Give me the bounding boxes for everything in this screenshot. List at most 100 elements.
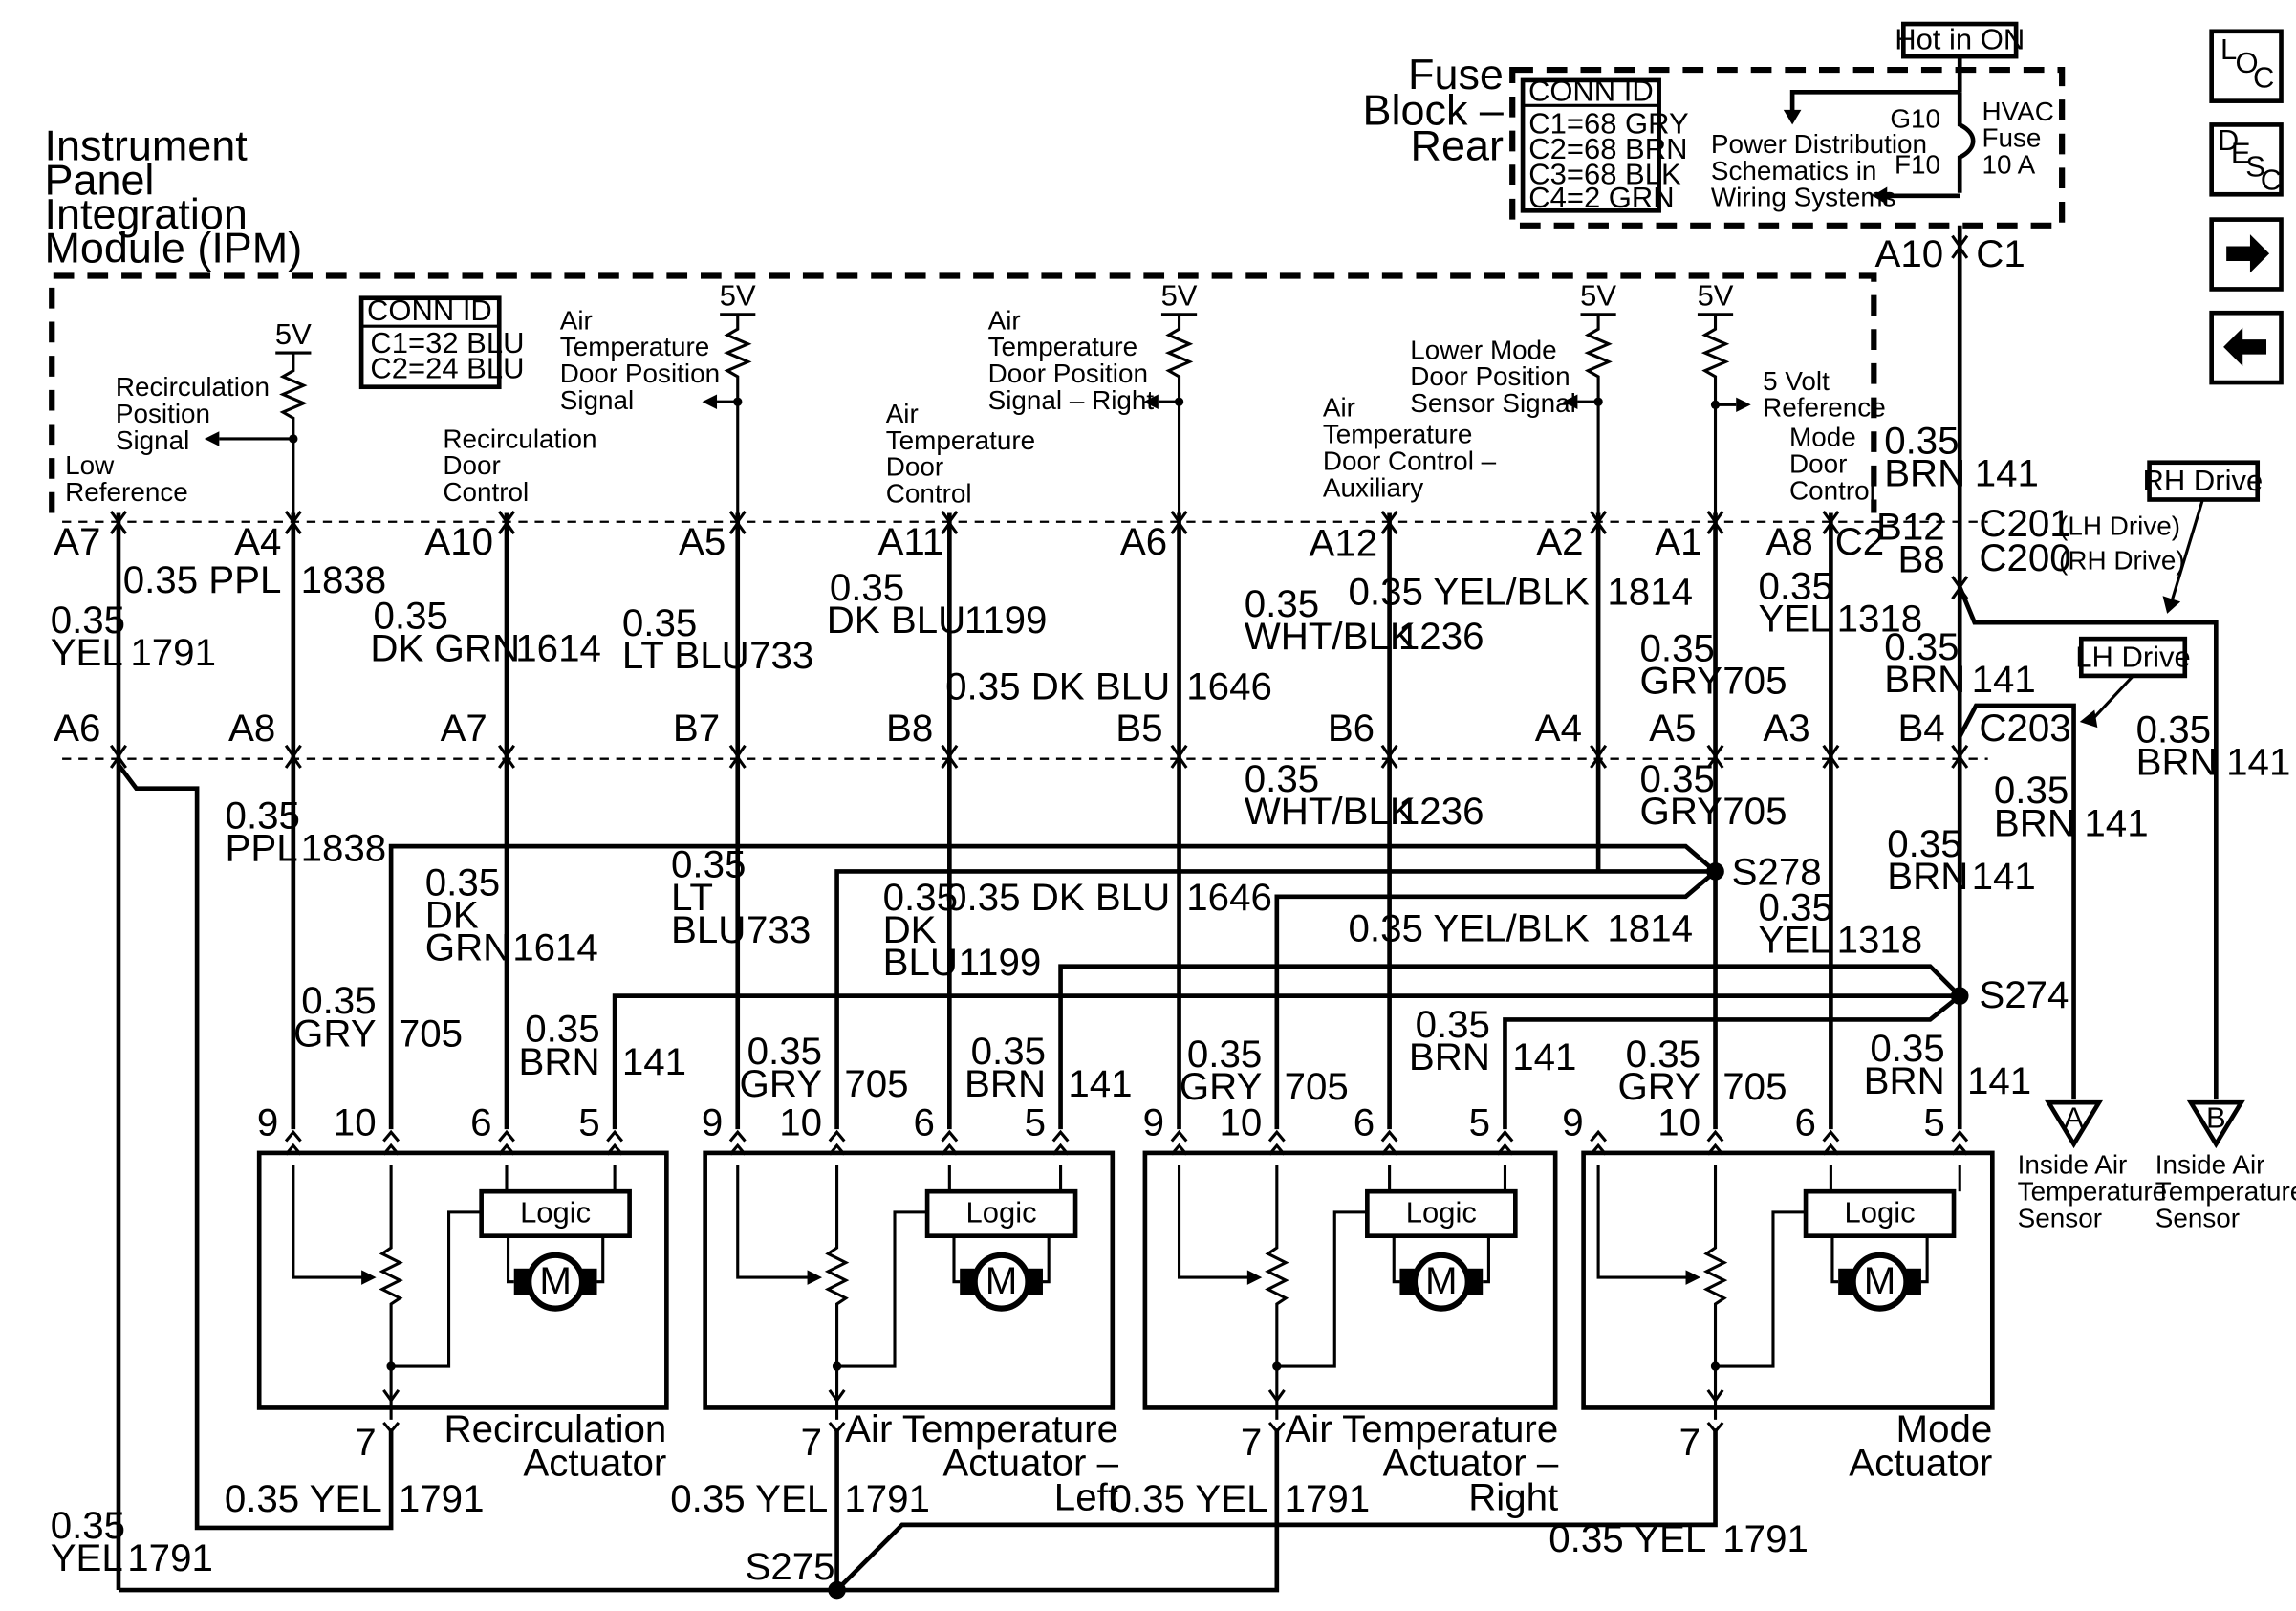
sig-lower-mode-2: Door Position	[1410, 361, 1570, 391]
c203-pin-a3: A3	[1763, 707, 1809, 750]
fuse-block-outline	[1509, 66, 2066, 229]
actuator-motor-label: M	[986, 1259, 1018, 1302]
motor-icon	[1411, 1252, 1471, 1312]
actuator-pin-chevron	[1496, 1143, 1514, 1156]
lo-1236-num: 1236	[1398, 790, 1484, 833]
motor-icon	[1850, 1252, 1910, 1312]
actuator-pin-chevron	[728, 1129, 747, 1143]
desc-letter-e: E	[2231, 137, 2251, 170]
actuator-motor-brush	[582, 1268, 597, 1295]
actuator-motor-brush	[1399, 1268, 1415, 1295]
actuator-pin-chevron	[1380, 1143, 1398, 1156]
actuator-pin-label: 9	[1143, 1100, 1164, 1143]
splice-s275-label: S275	[745, 1545, 834, 1588]
sig-air-pos-3: Door Position	[560, 359, 720, 388]
actuator-outline	[1581, 1150, 1995, 1410]
fuse-block-title-1: Fuse	[1408, 50, 1504, 98]
c201-name: C201	[1979, 502, 2070, 545]
actuator-ground-arrow	[1267, 1388, 1286, 1404]
lo-705-color: GRY	[1639, 790, 1722, 833]
lo-1614-color: DK	[425, 893, 479, 936]
actuator-wiper-arrow	[1246, 1270, 1263, 1285]
actuator-pin-chevron	[1590, 1143, 1608, 1156]
c203-pin-b4: B4	[1897, 707, 1944, 750]
fuse-name-3: 10 A	[1982, 150, 2035, 180]
desc-letter-d: D	[2218, 123, 2239, 157]
c201-pin-b12: B12	[1876, 505, 1945, 548]
lbl-1791-color: YEL	[51, 631, 123, 674]
actuator-pin-label: 9	[702, 1100, 723, 1143]
branch-gry-gauge: 0.35	[301, 979, 376, 1022]
c203-pin-a6: A6	[54, 707, 100, 750]
actuator-motor-brush	[1906, 1268, 1921, 1295]
actuator-motor-brush	[960, 1268, 975, 1295]
lo-1646-color: 0.35 DK BLU	[945, 876, 1170, 919]
actuator-logic-box	[479, 1188, 632, 1239]
actuator-name-line: Left	[1054, 1475, 1118, 1518]
lo-1318-num: 1318	[1837, 919, 1923, 962]
branch-gry-color: GRY	[293, 1012, 377, 1055]
actuator-pin-label: 10	[334, 1100, 377, 1143]
lo-705-num: 705	[1722, 790, 1787, 833]
actuator-ground-pin: 7	[801, 1421, 822, 1464]
actuator-pin-chevron	[1822, 1129, 1840, 1143]
ipm-pin-a1: A1	[1655, 520, 1701, 563]
sensor-b-line2: Temperature	[2155, 1176, 2296, 1206]
lo-1236-gauge: 0.35	[1245, 757, 1319, 800]
actuator-pin-chevron	[1822, 1143, 1840, 1156]
fuse-block-title-2: Block –	[1363, 85, 1504, 134]
actuator-wiper-line	[1596, 1165, 1689, 1279]
lo-1236-color: WHT/BLK	[1245, 790, 1416, 833]
branch-brn-num: 141	[1068, 1062, 1132, 1105]
actuator-logic-box	[1365, 1188, 1518, 1239]
fuse-out-pin: A10	[1874, 232, 1943, 275]
actuator-potentiometer	[824, 1165, 850, 1400]
next-button[interactable]	[2209, 217, 2284, 292]
sensor-refs: A Inside Air Temperature Sensor B Inside…	[2018, 1099, 2296, 1232]
sig-air-aux-4: Auxiliary	[1323, 472, 1423, 502]
c203-pin-chevron	[1380, 754, 1398, 769]
sig-air-aux-1: Air	[1323, 393, 1355, 423]
arrow-left-icon	[2223, 327, 2267, 367]
pullup-recirc: 5V	[204, 317, 312, 513]
actuator-logic-link	[1715, 1210, 1807, 1368]
lbl-1814-color: 0.35 YEL/BLK	[1348, 571, 1589, 614]
ipm-pin-a2: A2	[1536, 520, 1583, 563]
prev-button[interactable]	[2209, 310, 2284, 385]
branch-brn-num: 141	[1967, 1059, 2031, 1102]
lo-1318-color: YEL	[1758, 919, 1830, 962]
sensor-a: A Inside Air Temperature Sensor	[2018, 1099, 2167, 1232]
c203-pin-a8: A8	[228, 707, 275, 750]
actuator-logic-link	[836, 1210, 928, 1368]
actuator-ground-wire-color: 0.35 YEL	[1111, 1477, 1268, 1520]
ipm-pullups: 5V 5V 5V 5V	[204, 278, 1751, 513]
actuator-motor-wire	[1483, 1235, 1490, 1284]
lo-733-num: 733	[747, 908, 811, 951]
lo-733-gauge: 0.35	[671, 843, 746, 886]
loc-button[interactable]: L O C	[2209, 29, 2284, 103]
rh-branch-num: 141	[2226, 741, 2290, 784]
c203-pin-chevron	[941, 754, 959, 769]
c201-pin-b8: B8	[1897, 537, 1944, 580]
lbl-1199-num: 1199	[964, 599, 1048, 642]
ref-5v-label: 5V	[275, 317, 312, 351]
lbl-1814-num: 1814	[1607, 571, 1693, 614]
sig-air-door-4: Control	[886, 479, 972, 509]
lbl-1614-gauge: 0.35	[374, 594, 448, 637]
actuator-pin-chevron	[382, 1129, 401, 1143]
actuator-motor-brush	[1467, 1268, 1484, 1295]
lbl-1318-color: YEL	[1758, 597, 1830, 640]
actuator-ground-wire-color: 0.35 YEL	[225, 1477, 382, 1520]
actuator-outline	[703, 1150, 1116, 1410]
actuator-pin-chevron	[382, 1143, 401, 1156]
ipm-pin-chevron	[1380, 520, 1398, 535]
desc-button[interactable]: D E S C	[2209, 122, 2284, 197]
bus-brn-141	[612, 993, 1960, 1130]
branch-gry-num: 705	[1285, 1065, 1349, 1108]
branch-brn-color: BRN	[964, 1062, 1046, 1105]
pullup-lower-mode: 5V	[1562, 278, 1616, 513]
drive-branches: RH Drive LH Drive 0.35 BRN 141 0.35 BRN …	[1958, 460, 2290, 1100]
lo-1199-gauge: 0.35	[883, 876, 958, 919]
fuse-conn-id-3: C3=68 BLK	[1528, 157, 1681, 190]
